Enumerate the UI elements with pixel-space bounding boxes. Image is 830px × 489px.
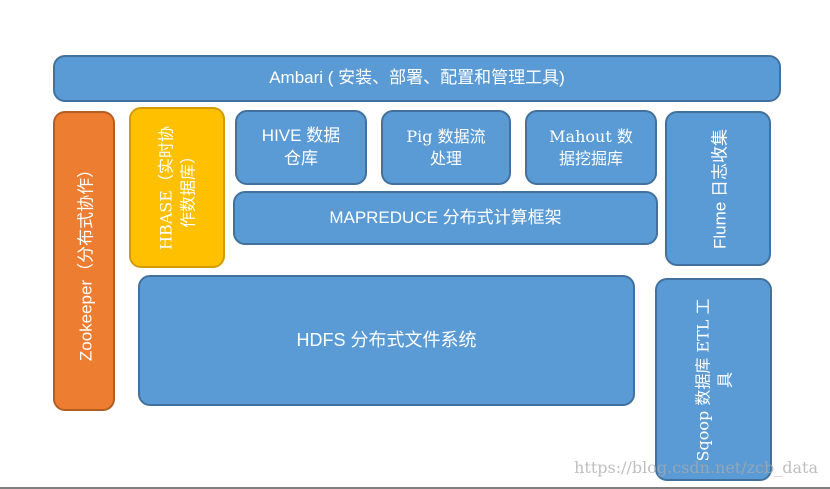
sqoop-box: Sqoop 数据库 ETL 工 具 bbox=[655, 278, 772, 481]
pig-label: Pig 数据流 处理 bbox=[406, 126, 485, 169]
mapreduce-box: MAPREDUCE 分布式计算框架 bbox=[233, 191, 658, 245]
pig-label-line2: 处理 bbox=[429, 148, 462, 168]
zookeeper-box: Zookeeper（分布式协作） bbox=[53, 111, 115, 411]
ambari-label: Ambari ( 安装、部署、配置和管理工具) bbox=[269, 68, 565, 88]
hbase-box: HBASE（实时协 作数据库） bbox=[129, 107, 225, 268]
hive-label: HIVE 数据 仓库 bbox=[262, 125, 340, 171]
hive-box: HIVE 数据 仓库 bbox=[235, 110, 367, 185]
hbase-label: HBASE（实时协 作数据库） bbox=[155, 126, 198, 250]
mahout-label-line1: Mahout 数 bbox=[549, 126, 633, 146]
ambari-box: Ambari ( 安装、部署、配置和管理工具) bbox=[53, 55, 781, 102]
hdfs-box: HDFS 分布式文件系统 bbox=[138, 275, 635, 406]
zookeeper-label: Zookeeper（分布式协作） bbox=[76, 160, 96, 362]
hbase-label-line2: 作数据库） bbox=[178, 147, 197, 228]
pig-label-line1: Pig 数据流 bbox=[406, 126, 486, 146]
watermark: https://blog.csdn.net/zcb_data bbox=[574, 458, 818, 477]
bottom-divider bbox=[0, 487, 830, 489]
flume-box: Flume 日志收集 bbox=[665, 111, 771, 266]
mahout-label: Mahout 数 据挖掘库 bbox=[549, 126, 633, 169]
sqoop-label: Sqoop 数据库 ETL 工 具 bbox=[692, 298, 735, 461]
mapreduce-label: MAPREDUCE 分布式计算框架 bbox=[329, 207, 562, 227]
sqoop-label-line1: Sqoop 数据库 ETL 工 bbox=[692, 298, 712, 461]
mahout-box: Mahout 数 据挖掘库 bbox=[525, 110, 657, 185]
hdfs-label: HDFS 分布式文件系统 bbox=[296, 330, 477, 351]
hbase-label-line1: HBASE（实时协 bbox=[156, 125, 176, 250]
pig-box: Pig 数据流 处理 bbox=[381, 110, 511, 185]
hive-label-line1: HIVE 数据 bbox=[261, 125, 341, 145]
flume-label: Flume 日志收集 bbox=[710, 128, 730, 249]
sqoop-label-line2: 具 bbox=[714, 371, 734, 388]
mahout-label-line2: 据挖掘库 bbox=[558, 148, 623, 168]
hive-label-line2: 仓库 bbox=[284, 148, 318, 168]
